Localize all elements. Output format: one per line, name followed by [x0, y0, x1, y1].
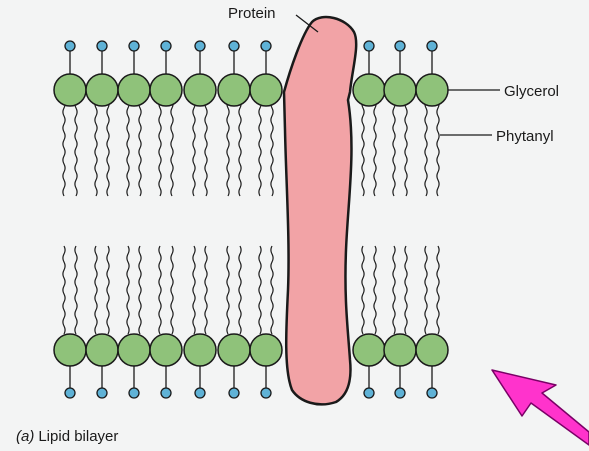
phytanyl-tail — [259, 100, 261, 196]
phytanyl-tail — [63, 246, 65, 334]
phytanyl-tail — [374, 100, 376, 196]
phytanyl-tail — [205, 246, 207, 334]
phytanyl-tail — [171, 246, 173, 334]
polar-head — [395, 41, 405, 51]
figure-caption: (a)Lipid bilayer — [16, 428, 118, 445]
polar-head — [65, 388, 75, 398]
polar-head — [65, 41, 75, 51]
phytanyl-tail — [127, 100, 129, 196]
glycerol-sphere — [353, 334, 385, 366]
phytanyl-tail — [259, 246, 261, 334]
phytanyl-tail — [159, 246, 161, 334]
phytanyl-tail — [75, 246, 77, 334]
polar-head — [261, 388, 271, 398]
phytanyl-tail — [171, 100, 173, 196]
glycerol-sphere — [218, 74, 250, 106]
glycerol-sphere — [250, 74, 282, 106]
phytanyl-tail — [227, 246, 229, 334]
phytanyl-tail — [374, 246, 376, 334]
caption-text: Lipid bilayer — [38, 428, 118, 445]
polar-head — [195, 41, 205, 51]
glycerol-sphere — [353, 74, 385, 106]
phytanyl-tail — [393, 246, 395, 334]
phytanyl-tail — [63, 100, 65, 196]
polar-head — [229, 388, 239, 398]
phytanyl-tail — [107, 246, 109, 334]
phytanyl-tail — [271, 100, 273, 196]
polar-head — [97, 388, 107, 398]
polar-head — [161, 388, 171, 398]
glycerol-sphere — [184, 74, 216, 106]
phytanyl-tail — [271, 246, 273, 334]
phytanyl-tail — [95, 246, 97, 334]
glycerol-spheres — [54, 74, 448, 366]
phytanyl-tail — [193, 246, 195, 334]
glycerol-sphere — [184, 334, 216, 366]
polar-head — [427, 388, 437, 398]
phytanyl-tail — [139, 100, 141, 196]
pointer-arrow — [492, 370, 589, 445]
phytanyl-tail — [425, 246, 427, 334]
polar-head — [129, 388, 139, 398]
phytanyl-tail — [239, 100, 241, 196]
polar-head — [427, 41, 437, 51]
phytanyl-tail — [227, 100, 229, 196]
glycerol-sphere — [416, 74, 448, 106]
glycerol-sphere — [118, 334, 150, 366]
phytanyl-tail — [437, 246, 439, 334]
caption-letter: (a) — [16, 428, 34, 445]
phytanyl-tail — [405, 100, 407, 196]
transmembrane-protein — [284, 17, 356, 404]
phytanyl-label: Phytanyl — [496, 128, 554, 145]
glycerol-sphere — [384, 334, 416, 366]
phytanyl-tail — [139, 246, 141, 334]
phytanyl-tail — [75, 100, 77, 196]
phytanyl-tail — [205, 100, 207, 196]
polar-head — [261, 41, 271, 51]
glycerol-sphere — [416, 334, 448, 366]
polar-head — [229, 41, 239, 51]
glycerol-sphere — [86, 334, 118, 366]
phytanyl-tails-bottom-leaflet — [63, 246, 439, 334]
glycerol-label: Glycerol — [504, 83, 559, 100]
polar-head — [161, 41, 171, 51]
phytanyl-tail — [127, 246, 129, 334]
glycerol-sphere — [150, 74, 182, 106]
phytanyl-tail — [107, 100, 109, 196]
polar-head — [129, 41, 139, 51]
glycerol-sphere — [118, 74, 150, 106]
phytanyl-tail — [393, 100, 395, 196]
phytanyl-tail — [159, 100, 161, 196]
polar-head — [364, 41, 374, 51]
polar-head — [395, 388, 405, 398]
phytanyl-tail — [405, 246, 407, 334]
phytanyl-tail — [362, 246, 364, 334]
phytanyl-tail — [193, 100, 195, 196]
phytanyl-tail — [425, 100, 427, 196]
glycerol-sphere — [384, 74, 416, 106]
polar-head — [195, 388, 205, 398]
phytanyl-tail — [95, 100, 97, 196]
phytanyl-tails-top-leaflet — [63, 100, 439, 196]
glycerol-sphere — [54, 334, 86, 366]
protein-label: Protein — [228, 5, 276, 22]
glycerol-sphere — [54, 74, 86, 106]
glycerol-sphere — [86, 74, 118, 106]
glycerol-sphere — [150, 334, 182, 366]
polar-head — [364, 388, 374, 398]
polar-head — [97, 41, 107, 51]
phytanyl-tail — [239, 246, 241, 334]
phytanyl-tail — [437, 100, 439, 196]
glycerol-sphere — [218, 334, 250, 366]
glycerol-sphere — [250, 334, 282, 366]
phytanyl-tail — [362, 100, 364, 196]
